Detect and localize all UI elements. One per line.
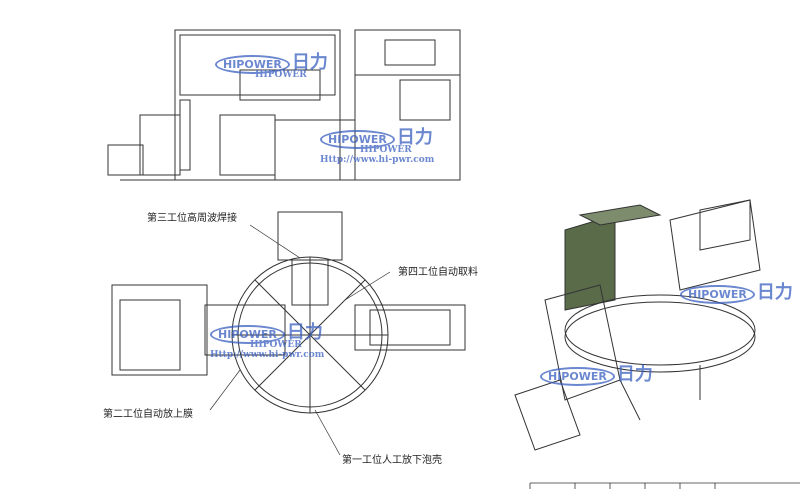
top-plan-view (111, 211, 466, 456)
isometric-view (514, 199, 761, 451)
title-block-strip (529, 482, 800, 489)
watermark-brand-cn: 日力 (291, 52, 328, 73)
callout-station-4: 第四工位自动取料 (398, 267, 478, 278)
callout-station-3: 第三工位高周波焊接 (147, 213, 237, 224)
callout-station-1: 第一工位人工放下泡壳 (342, 455, 442, 466)
watermark-logo: HIPOWER (215, 55, 290, 74)
watermark-url: Http://www.hi-pwr.com (320, 155, 435, 165)
watermark-brand-en: HIPOWER (255, 70, 307, 80)
front-elevation-view (107, 29, 461, 181)
callout-station-2: 第二工位自动放上膜 (103, 409, 193, 420)
